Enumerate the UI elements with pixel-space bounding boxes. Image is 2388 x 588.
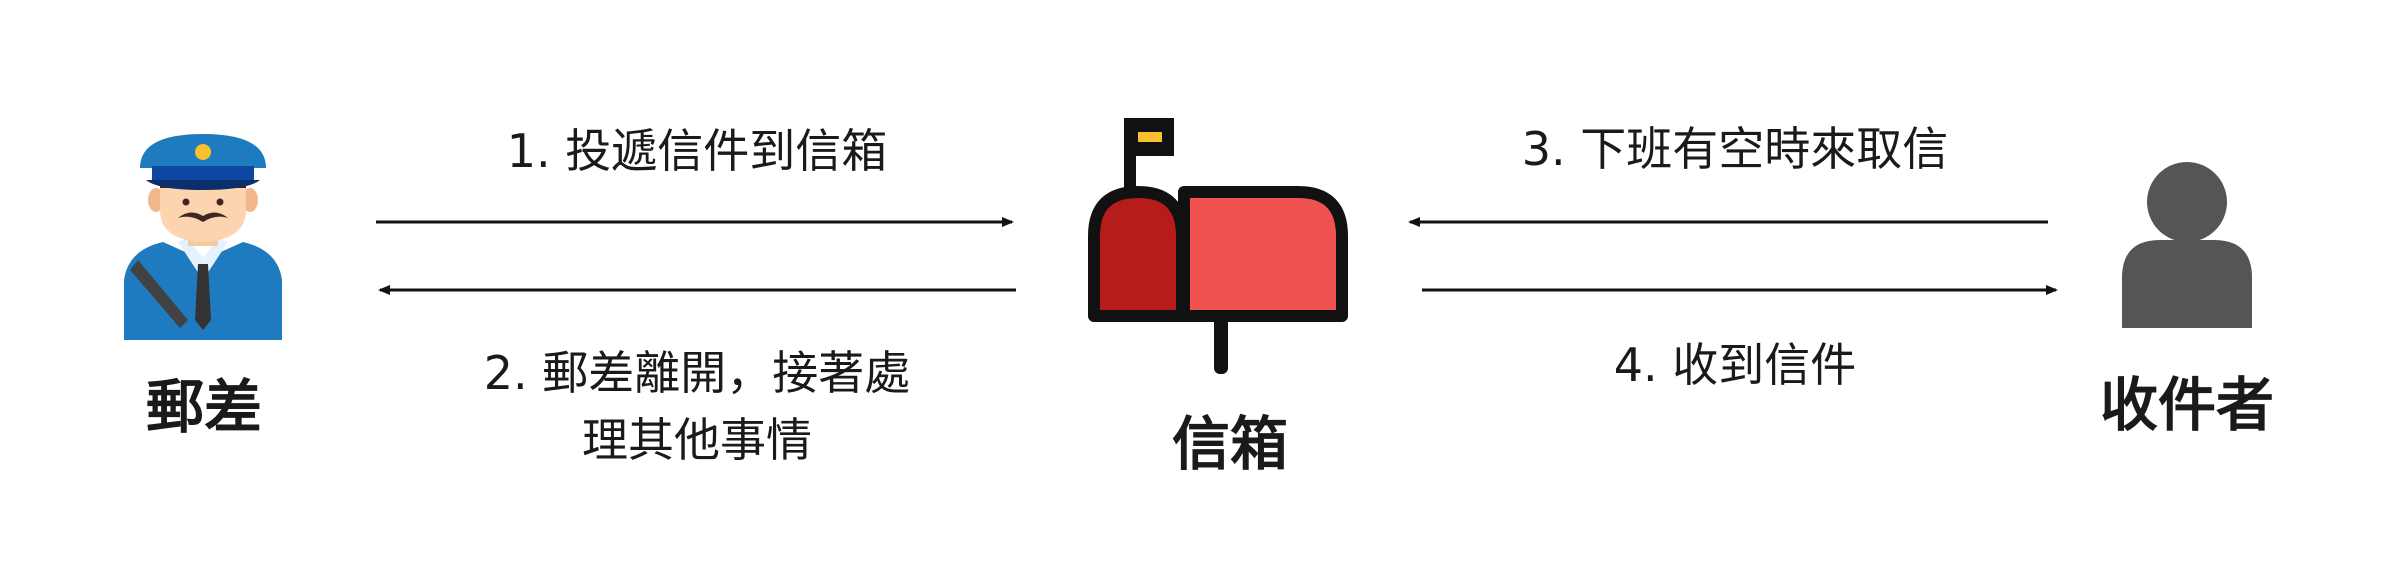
edge-label-deliver: 1. 投遞信件到信箱 — [506, 124, 888, 178]
edge-label-leave: 2. 郵差離開，接著處 理其他事情 — [484, 340, 911, 473]
edge-label-pickup: 3. 下班有空時來取信 — [1521, 122, 1949, 176]
postman-icon — [118, 130, 288, 340]
mailbox-icon — [1088, 112, 1348, 376]
recipient-label: 收件者 — [2099, 371, 2275, 439]
edge-label-leave-line2: 理其他事情 — [581, 412, 812, 467]
user-icon — [2112, 156, 2262, 328]
edge-label-receive: 4. 收到信件 — [1613, 338, 1857, 392]
postman-label: 郵差 — [145, 373, 263, 441]
edge-label-leave-line1: 2. 郵差離開，接著處 — [483, 346, 911, 400]
mailbox-label: 信箱 — [1171, 410, 1289, 478]
